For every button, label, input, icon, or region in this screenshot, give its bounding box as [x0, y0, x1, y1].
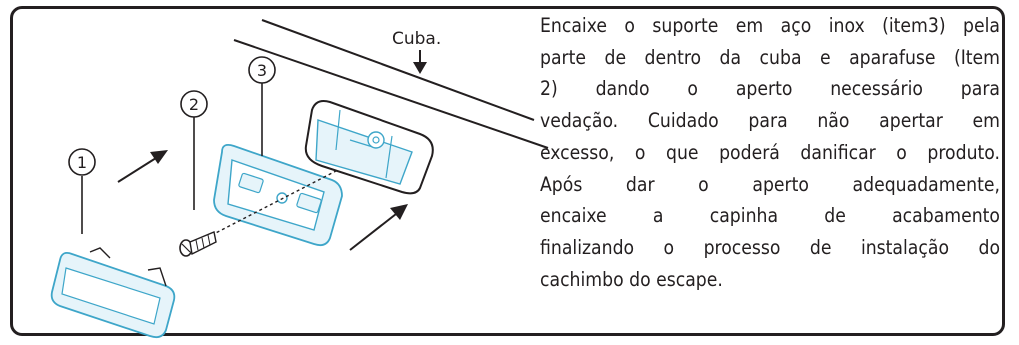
tank-wall-line-bottom [233, 39, 549, 149]
direction-arrow-left [117, 150, 168, 183]
callout-item1-number: 1 [77, 153, 87, 172]
tank-wall-line-top [261, 19, 535, 121]
instruction-line-1: Encaixe o suporte em aço inox (item3) pe… [540, 14, 1000, 37]
callout-item3: 3 [248, 56, 276, 84]
instruction-line-3: 2) dando o aperto necessário para [540, 77, 1000, 101]
alignment-dotted-line [205, 169, 339, 239]
instruction-line-6: Após dar o aperto adequadamente, [540, 172, 1000, 196]
instruction-line-5: excesso, o que poderá danificar o produt… [540, 140, 1000, 164]
direction-arrow-right [349, 204, 408, 251]
cuba-label: Cuba. [392, 29, 441, 49]
callout-item2: 2 [180, 90, 208, 118]
instruction-line-4: vedação. Cuidado para não apertar em [540, 109, 1000, 133]
instruction-line-9: cachimbo do escape. [540, 267, 723, 291]
finishing-cap-item1 [50, 247, 176, 339]
instruction-line-8: finalizando o processo de instalação do [540, 235, 1000, 259]
screw-item2 [179, 231, 217, 257]
instruction-line-7: encaixe a capinha de acabamento [540, 204, 1000, 228]
callout-item1: 1 [68, 148, 96, 176]
callout-item3-number: 3 [257, 61, 267, 80]
callout-item2-number: 2 [189, 95, 199, 114]
support-plate-item3 [213, 143, 343, 247]
instruction-text: Encaixe o suporte em aço inox (item3) pe… [540, 10, 1000, 295]
diagram-frame [10, 6, 1005, 336]
instruction-line-2: parte de dentro da cuba e aparafuse (Ite… [540, 45, 1000, 69]
tank-opening [304, 100, 434, 195]
cuba-arrow-head [413, 62, 427, 74]
